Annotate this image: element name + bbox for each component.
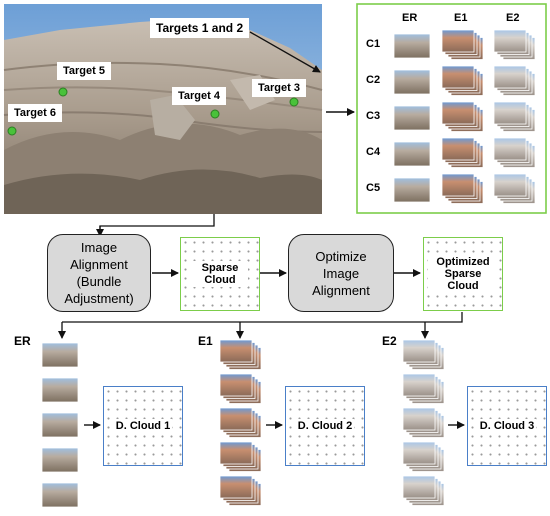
branch-er-thumb bbox=[41, 482, 79, 508]
branch-er-thumb bbox=[41, 447, 79, 473]
grid-thumb-e1 bbox=[441, 173, 475, 197]
branch-er-label: ER bbox=[14, 334, 31, 348]
branch-e2-thumb bbox=[402, 373, 436, 397]
optimized-sparse-cloud-label: Optimized Sparse Cloud bbox=[428, 255, 498, 293]
optimize-alignment-box: Optimize Image Alignment bbox=[288, 234, 394, 312]
branch-e1-thumb bbox=[219, 475, 253, 499]
branch-e2-thumb bbox=[402, 441, 436, 465]
grid-thumb-er bbox=[393, 69, 431, 95]
image-set-grid-frame bbox=[356, 3, 547, 214]
grid-thumb-e1 bbox=[441, 65, 475, 89]
targets-1-2-pointer bbox=[249, 31, 321, 73]
grid-thumb-e1 bbox=[441, 29, 475, 53]
target-3-marker bbox=[289, 97, 299, 107]
target-3-label: Target 3 bbox=[252, 79, 306, 97]
grid-thumb-er bbox=[393, 33, 431, 59]
grid-thumb-e2 bbox=[493, 137, 527, 161]
image-alignment-box: Image Alignment (Bundle Adjustment) bbox=[47, 234, 151, 312]
target-4-marker bbox=[210, 109, 220, 119]
target-6-label: Target 6 bbox=[8, 104, 62, 122]
grid-column-e1: E1 bbox=[454, 12, 468, 24]
image-alignment-label: Image Alignment (Bundle Adjustment) bbox=[64, 240, 134, 306]
branch-e2-thumb bbox=[402, 475, 436, 499]
branch-e1-thumb bbox=[219, 441, 253, 465]
sparse-cloud-box: Sparse Cloud bbox=[180, 237, 260, 311]
grid-thumb-er bbox=[393, 177, 431, 203]
dense-cloud-2-box: D. Cloud 2 bbox=[285, 386, 365, 466]
branch-e1-thumb bbox=[219, 373, 253, 397]
branch-e1-label: E1 bbox=[198, 334, 213, 348]
site-photo bbox=[3, 4, 323, 214]
dense-cloud-3-box: D. Cloud 3 bbox=[467, 386, 547, 466]
branch-e1-thumb bbox=[219, 339, 253, 363]
optimize-alignment-label: Optimize Image Alignment bbox=[312, 248, 370, 298]
branch-thumbnails bbox=[41, 339, 445, 508]
grid-thumb-e2 bbox=[493, 65, 527, 89]
branch-er-thumb bbox=[41, 412, 79, 438]
grid-row-c4: C4 bbox=[366, 146, 381, 158]
branch-er-thumb bbox=[41, 377, 79, 403]
grid-thumb-e2 bbox=[493, 173, 527, 197]
photo-to-alignment-connector bbox=[99, 214, 215, 234]
grid-row-c2: C2 bbox=[366, 74, 381, 86]
grid-thumb-er bbox=[393, 141, 431, 167]
grid-thumb-e1 bbox=[441, 101, 475, 125]
grid-column-e2: E2 bbox=[506, 12, 520, 24]
targets-1-2-label: Targets 1 and 2 bbox=[150, 18, 250, 38]
sparse-cloud-label: Sparse Cloud bbox=[192, 261, 248, 287]
grid-thumb-er bbox=[393, 105, 431, 131]
target-4-label: Target 4 bbox=[172, 87, 226, 105]
target-5-label: Target 5 bbox=[57, 62, 111, 80]
grid-thumb-e2 bbox=[493, 29, 527, 53]
grid-thumb-e2 bbox=[493, 101, 527, 125]
target-5-marker bbox=[58, 87, 68, 97]
dense-cloud-2-label: D. Cloud 2 bbox=[295, 419, 355, 433]
dense-cloud-1-label: D. Cloud 1 bbox=[113, 419, 173, 433]
branch-distribution-line bbox=[62, 312, 463, 323]
image-set-thumbnails bbox=[393, 29, 536, 204]
grid-thumb-e1 bbox=[441, 137, 475, 161]
grid-row-c1: C1 bbox=[366, 38, 381, 50]
optimized-sparse-cloud-box: Optimized Sparse Cloud bbox=[423, 237, 503, 311]
target-6-marker bbox=[7, 126, 17, 136]
grid-row-c3: C3 bbox=[366, 110, 381, 122]
dense-cloud-1-box: D. Cloud 1 bbox=[103, 386, 183, 466]
branch-e1-thumb bbox=[219, 407, 253, 431]
branch-e2-thumb bbox=[402, 339, 436, 363]
dense-cloud-3-label: D. Cloud 3 bbox=[477, 419, 537, 433]
grid-row-c5: C5 bbox=[366, 182, 381, 194]
grid-column-er: ER bbox=[402, 12, 418, 24]
branch-er-thumb bbox=[41, 342, 79, 368]
branch-e2-label: E2 bbox=[382, 334, 397, 348]
branch-e2-thumb bbox=[402, 407, 436, 431]
